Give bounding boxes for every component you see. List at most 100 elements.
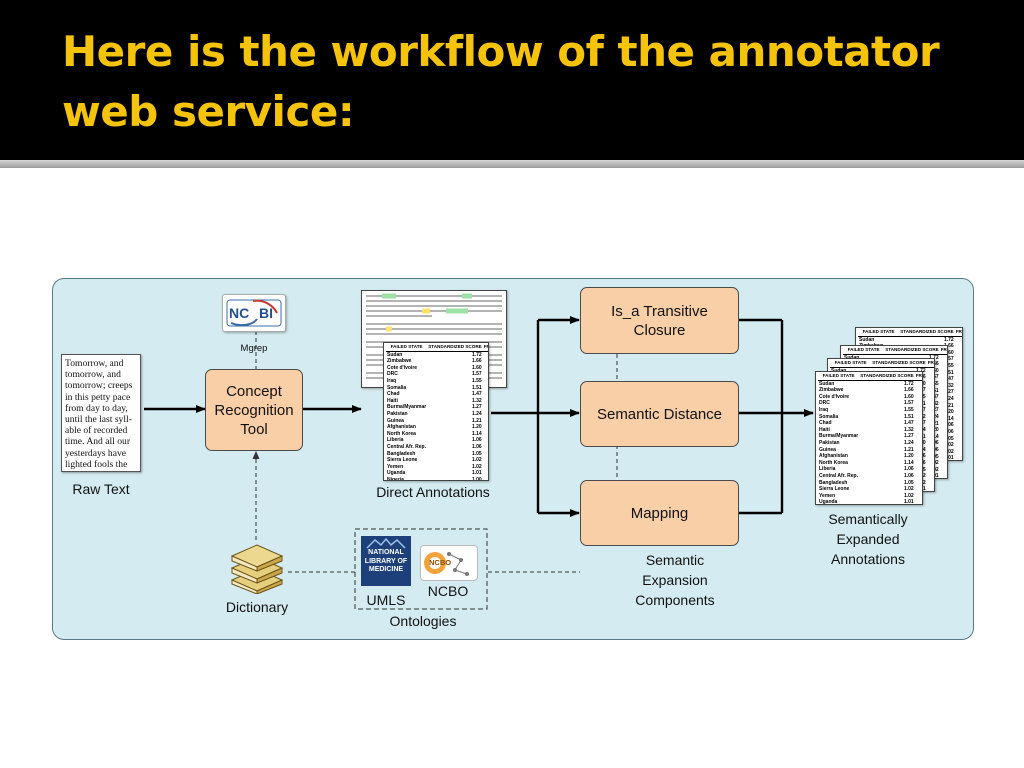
table-cell: 1.01: [471, 470, 482, 477]
table-cell: Partly Free: [955, 429, 962, 436]
table-cell: Not Free: [915, 440, 922, 447]
table-cell: Partly Free: [955, 436, 962, 443]
table-cell: 1.72: [884, 354, 940, 361]
table-cell: Pakistan: [819, 439, 840, 446]
table-cell: Haiti: [387, 397, 398, 404]
table-cell: 1.21: [903, 446, 914, 453]
table-cell: Partly Free: [483, 424, 488, 431]
table-cell: 1.14: [903, 459, 914, 466]
table-cell: 1.51: [903, 413, 914, 420]
title-bar: [0, 0, 1024, 160]
table-cell: Central Afr. Rep.: [387, 443, 426, 450]
table-header-cell: FAILED STATE: [830, 360, 872, 368]
table-cell: 1.72: [871, 367, 927, 374]
table-cell: 1.14: [943, 415, 954, 422]
umls-logo: NATIONAL LIBRARY OF MEDICINE: [361, 536, 411, 586]
table-cell: 1.27: [943, 389, 954, 396]
table-cell: Sudan: [830, 367, 871, 374]
table-cell: Partly Free: [955, 442, 962, 449]
table-cell: North Korea: [819, 459, 848, 466]
table-cell: Zimbabwe: [819, 387, 844, 394]
table-row: Central Afr. Rep.1.06Partly Free: [386, 443, 488, 451]
table-header-cell: STANDARDIZED SCORE: [871, 360, 927, 368]
table-cell: Partly Free: [940, 421, 947, 428]
table-cell: Partly Free: [915, 480, 922, 487]
table-cell: Not Free: [927, 407, 934, 414]
table-cell: 1.32: [471, 397, 482, 404]
table-cell: Pakistan: [387, 410, 408, 417]
table-cell: Partly Free: [940, 447, 947, 454]
table-cell: Partly Free: [483, 451, 488, 458]
umls-logo-line-2: LIBRARY OF: [364, 557, 408, 565]
table-cell: Not Free: [940, 368, 947, 375]
dictionary-icon: [230, 544, 284, 594]
semantically-expanded-annotations-label: Semantically Expanded Annotations: [828, 511, 908, 567]
table-cell: Not Free: [483, 398, 488, 405]
ncbi-text-left: NC: [229, 305, 250, 321]
table-cell: 1.72: [943, 336, 954, 343]
table-cell: Sierra Leone: [819, 486, 850, 493]
table-cell: Partly Free: [927, 440, 934, 447]
table-cell: 1.32: [903, 426, 914, 433]
table-cell: Not Free: [483, 411, 488, 418]
table-cell: 1.66: [903, 387, 914, 394]
table-cell: Partly Free: [483, 464, 488, 471]
table-cell: 1.72: [471, 351, 482, 358]
ncbo-label: NCBO: [427, 583, 469, 599]
table-cell: Sudan: [819, 380, 835, 387]
table-cell: 1.72: [903, 380, 914, 387]
table-header-cell: FAILED STATE: [818, 373, 860, 381]
table-cell: Iraq: [387, 377, 397, 384]
table-cell: Not Free: [927, 394, 934, 401]
table-cell: Partly Free: [955, 449, 962, 456]
table-cell: Not Free: [927, 420, 934, 427]
table-cell: Not Free: [915, 387, 922, 394]
table-cell: Not Free: [915, 380, 922, 387]
table-cell: 1.02: [471, 457, 482, 464]
table-cell: Partly Free: [955, 422, 962, 429]
table-cell: Not Free: [915, 400, 922, 407]
table-cell: Not Free: [915, 414, 922, 421]
table-cell: 1.00: [471, 476, 482, 481]
raw-text-label: Raw Text: [72, 481, 130, 497]
table-header-cell: FAILED STATE: [858, 329, 900, 337]
table-cell: Not Free: [483, 404, 488, 411]
table-cell: 1.02: [471, 463, 482, 470]
table-cell: Uganda: [819, 499, 838, 505]
table-cell: 1.32: [943, 382, 954, 389]
table-cell: 1.02: [943, 448, 954, 455]
ncbi-icon: [226, 299, 282, 327]
table-cell: Partly Free: [483, 470, 488, 477]
is-a-label: Is_a Transitive Closure: [611, 302, 708, 339]
table-header-cell: FREEDOM RATING: [914, 373, 922, 381]
table-cell: Partly Free: [483, 457, 488, 464]
table-cell: 1.47: [943, 376, 954, 383]
table-cell: 1.51: [471, 384, 482, 391]
table-cell: Not Free: [915, 433, 922, 440]
table-cell: 1.57: [943, 356, 954, 363]
table-cell: 1.24: [471, 410, 482, 417]
table-cell: Not Free: [915, 460, 922, 467]
table-header-cell: STANDARDIZED SCORE: [427, 344, 483, 352]
umls-logo-line-1: NATIONAL: [368, 549, 404, 556]
table-cell: Not Free: [483, 431, 488, 438]
table-cell: Zimbabwe: [387, 358, 412, 365]
direct-annotations-label: Direct Annotations: [376, 484, 490, 500]
table-header-cell: STANDARDIZED SCORE: [884, 347, 940, 355]
table-cell: 1.06: [943, 428, 954, 435]
table-cell: Partly Free: [927, 453, 934, 460]
table-cell: Partly Free: [915, 447, 922, 454]
table-cell: Sudan: [859, 336, 875, 343]
slide-title: Here is the workflow of the annotator we…: [62, 27, 940, 136]
ncbo-logo-text: NCBO: [429, 558, 452, 567]
table-cell: Not Free: [915, 420, 922, 427]
